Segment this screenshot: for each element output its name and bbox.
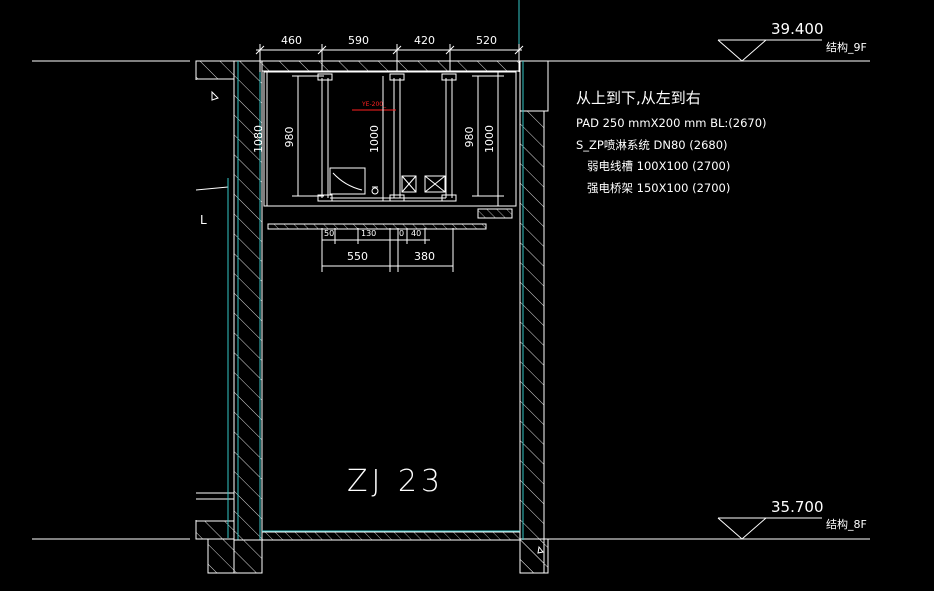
- top-dimension-line: [255, 44, 524, 72]
- elevation-top-value: 39.400: [771, 20, 824, 38]
- shaft-label: ZJ 23: [347, 464, 444, 499]
- bottom-dimension-lines: [321, 228, 454, 272]
- red-tag-text: YE-200_: [361, 101, 387, 108]
- dim-bottom-1: 50: [324, 229, 334, 238]
- vertical-dimension-lines: [266, 72, 504, 206]
- dim-bottom-3: 0: [399, 229, 404, 238]
- dim-top-4: 520: [476, 34, 497, 47]
- wall-markers: [211, 90, 544, 554]
- dim-right-outer: 1000: [483, 125, 496, 153]
- elevation-bottom-label: 结构_8F: [826, 517, 867, 531]
- bottom-slab: [234, 530, 521, 541]
- top-slab: [261, 60, 521, 72]
- dim-bottom-2: 130: [361, 229, 376, 238]
- dim-bottom-380: 380: [414, 250, 435, 263]
- notes-line-1: PAD 250 mmX200 mm BL:(2670): [576, 116, 767, 130]
- dim-bottom-4: 40: [411, 229, 421, 238]
- dim-right-inner: 980: [463, 127, 476, 148]
- dim-bottom-550: 550: [347, 250, 368, 263]
- notes-line-3: 弱电线槽 100X100 (2700): [587, 159, 730, 173]
- left-wall: [195, 60, 263, 574]
- elevation-marker-top: [717, 39, 822, 62]
- elevation-marker-bottom: [717, 517, 822, 540]
- right-wall: [519, 60, 549, 574]
- pipe-equipment: [263, 71, 517, 207]
- elevation-bottom-value: 35.700: [771, 498, 824, 516]
- side-mark: L: [200, 213, 207, 227]
- red-tag: YE-200_: [352, 101, 396, 111]
- dim-top-3: 420: [414, 34, 435, 47]
- elevation-top-label: 结构_9F: [826, 40, 867, 54]
- cable-trays: [267, 208, 513, 230]
- notes-heading: 从上到下,从左到右: [576, 89, 701, 107]
- dim-mid: 1000: [368, 125, 381, 153]
- dim-left-outer: 1080: [252, 125, 265, 153]
- dim-top-1: 460: [281, 34, 302, 47]
- dim-top-2: 590: [348, 34, 369, 47]
- notes-line-4: 强电桥架 150X100 (2700): [587, 181, 730, 195]
- floor-lines: [32, 60, 870, 540]
- notes-line-2: S_ZP喷淋系统 DN80 (2680): [576, 138, 728, 152]
- dim-left-inner: 980: [283, 127, 296, 148]
